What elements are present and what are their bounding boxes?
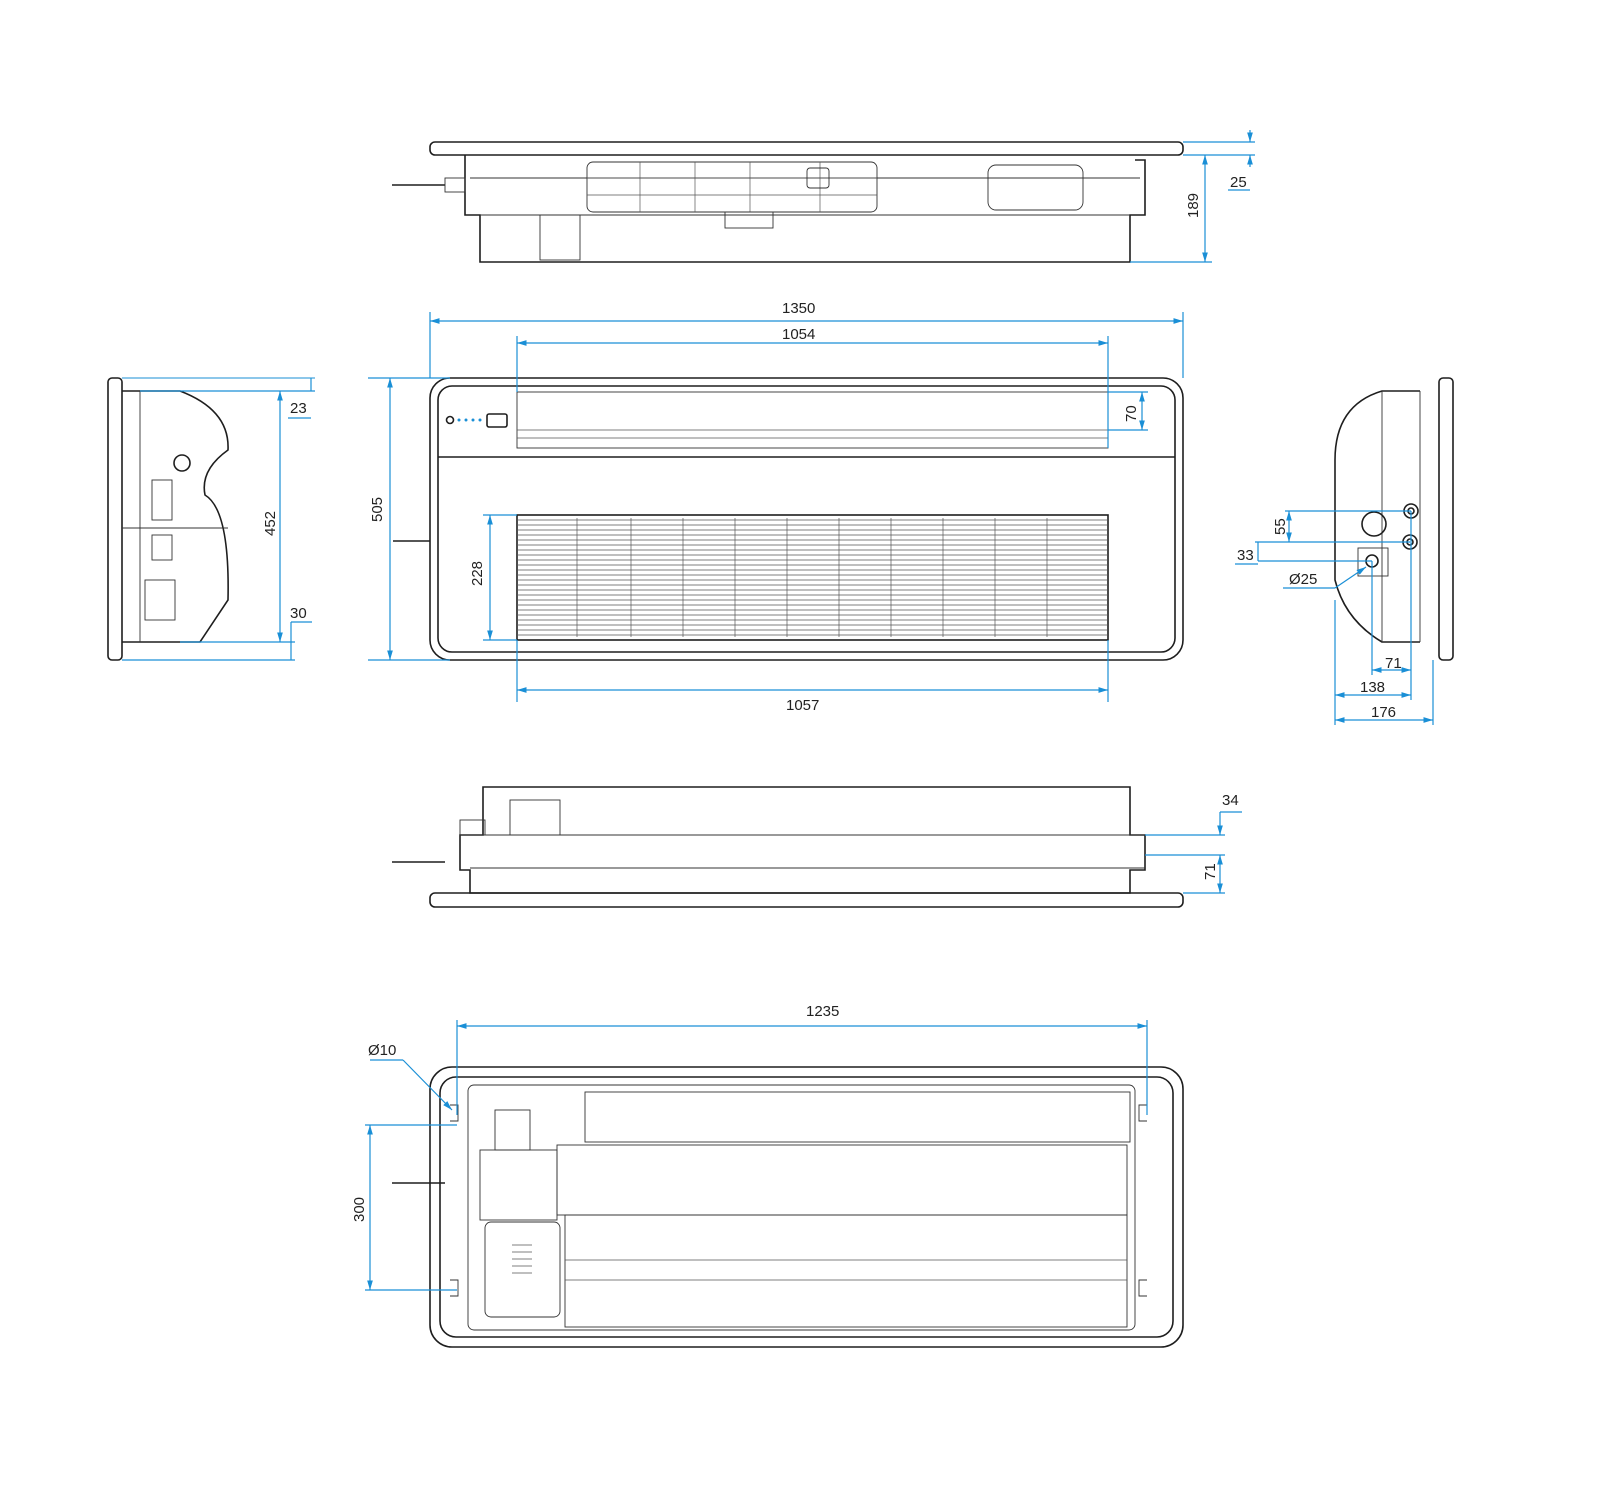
bottom-elevation-view: 34 71 <box>392 786 1242 908</box>
display-window <box>486 413 508 428</box>
dim-300: 300 <box>351 1124 457 1291</box>
dim-71-bottom: 71 <box>1145 854 1225 894</box>
dim-33: 33 <box>1235 542 1372 565</box>
dim-label: 300 <box>351 1197 368 1222</box>
dim-label: 34 <box>1222 792 1239 809</box>
dim-228: 228 <box>469 514 517 641</box>
dim-label: 30 <box>290 605 307 622</box>
dim-71-side: 71 <box>1372 655 1411 673</box>
dim-label: 1054 <box>782 326 815 343</box>
dim-label: 25 <box>1230 174 1247 191</box>
power-indicator-icon <box>445 415 455 425</box>
dim-label: 189 <box>1185 193 1202 218</box>
dim-label: 1235 <box>806 1003 839 1020</box>
right-side-view: 55 33 Ø25 71 138 176 <box>1235 377 1454 725</box>
top-elevation-view: 25 189 <box>392 130 1255 263</box>
dim-label: 55 <box>1272 518 1289 535</box>
dim-70: 70 <box>1108 391 1148 431</box>
dim-label: 1350 <box>782 300 815 317</box>
dim-label: 138 <box>1360 679 1385 696</box>
dim-label: 1057 <box>786 697 819 714</box>
left-side-view: 23 452 30 <box>107 377 315 661</box>
dim-34: 34 <box>1145 792 1242 836</box>
dim-25: 25 <box>1183 130 1255 191</box>
dim-1350: 1350 <box>429 300 1184 378</box>
dim-label: Ø10 <box>368 1042 396 1059</box>
dim-label: 70 <box>1123 405 1140 422</box>
dim-176: 176 <box>1335 704 1433 723</box>
dim-label: 71 <box>1202 863 1219 880</box>
front-view: 1350 1054 70 505 228 1057 <box>368 300 1184 714</box>
dim-label: 33 <box>1237 547 1254 564</box>
dim-30: 30 <box>122 605 312 661</box>
dim-label: 228 <box>469 561 486 586</box>
dim-label: Ø25 <box>1289 571 1317 588</box>
air-grille <box>516 514 1109 641</box>
dim-138: 138 <box>1335 679 1411 698</box>
dim-505: 505 <box>368 377 450 661</box>
dim-label: 23 <box>290 400 307 417</box>
dim-label: 176 <box>1371 704 1396 721</box>
dim-label: 505 <box>369 497 386 522</box>
dim-452: 452 <box>180 391 295 643</box>
dim-label: 71 <box>1385 655 1402 672</box>
dim-55: 55 <box>1255 510 1411 543</box>
plan-view: 1235 Ø10 300 <box>351 1003 1184 1348</box>
dim-label: 452 <box>262 511 279 536</box>
dim-23: 23 <box>140 378 315 419</box>
dim-189: 189 <box>1130 155 1212 263</box>
indicator-dots <box>457 418 482 422</box>
dim-1235: 1235 <box>456 1003 1148 1115</box>
dim-diameter-10: Ø10 <box>368 1042 453 1111</box>
dim-1054: 1054 <box>516 326 1109 448</box>
dim-1057: 1057 <box>516 640 1109 714</box>
dim-diameter-25: Ø25 <box>1283 566 1367 589</box>
